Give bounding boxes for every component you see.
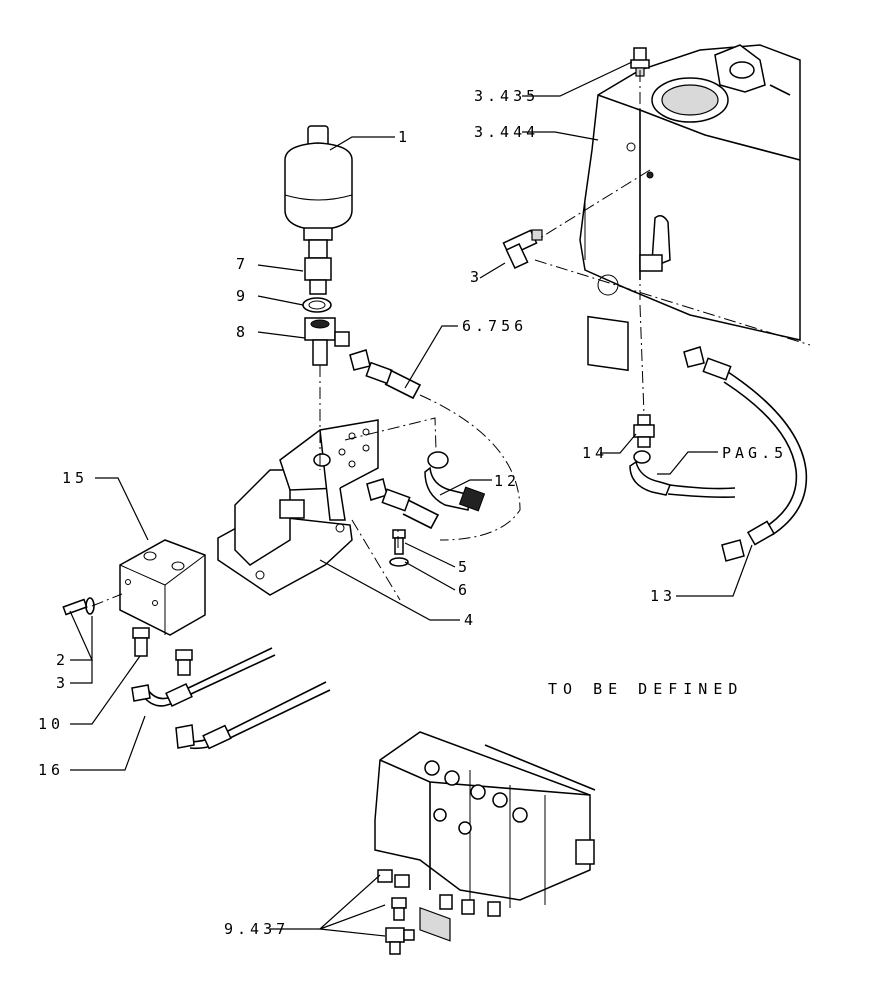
callout-2: 2	[56, 651, 69, 669]
leader-lines	[69, 61, 753, 937]
accumulator-part	[284, 125, 353, 295]
callout-3-tank: 3	[470, 268, 483, 286]
callout-14: 14	[582, 444, 608, 462]
screw-2-washer-3-part	[62, 597, 95, 616]
assembly-centerlines	[91, 70, 811, 607]
callout-pag5: PAG.5	[722, 444, 787, 462]
callout-10: 10	[38, 715, 64, 733]
callout-9437: 9.437	[224, 920, 289, 938]
callout-15: 15	[62, 469, 88, 487]
callout-4: 4	[464, 611, 477, 629]
hose-16-part	[131, 647, 331, 750]
callout-6: 6	[458, 581, 471, 599]
fitting-10-part	[132, 627, 193, 676]
hose-pag5-part	[629, 450, 736, 498]
callout-16: 16	[38, 761, 64, 779]
callout-8: 8	[236, 323, 249, 341]
callout-6756: 6.756	[462, 317, 527, 335]
valve-fittings-9437-part	[385, 897, 415, 955]
hose-13-part	[683, 346, 808, 562]
callout-13: 13	[650, 587, 676, 605]
callout-3435: 3.435	[474, 87, 539, 105]
screw-5-washer-6-part	[389, 529, 409, 567]
callout-9: 9	[236, 287, 249, 305]
callout-1: 1	[398, 128, 411, 146]
bracket-part	[217, 419, 379, 596]
tee-fitting-8-part	[304, 317, 350, 366]
callout-3-block: 3	[56, 674, 69, 692]
washer-9-part	[302, 297, 332, 313]
elbow-fitting-3-part	[502, 229, 543, 270]
callout-12: 12	[494, 472, 520, 490]
hydraulic-tank	[579, 44, 801, 372]
mounting-block-part	[119, 539, 206, 636]
callout-7: 7	[236, 255, 249, 273]
elbow-12-part	[424, 451, 486, 512]
hose-6756-part	[349, 349, 440, 530]
control-valve-part	[374, 731, 596, 942]
fitting-14-part	[633, 414, 655, 448]
callout-3444: 3.444	[474, 123, 539, 141]
callout-5: 5	[458, 558, 471, 576]
to-be-defined-note: TO BE DEFINED	[548, 680, 743, 698]
